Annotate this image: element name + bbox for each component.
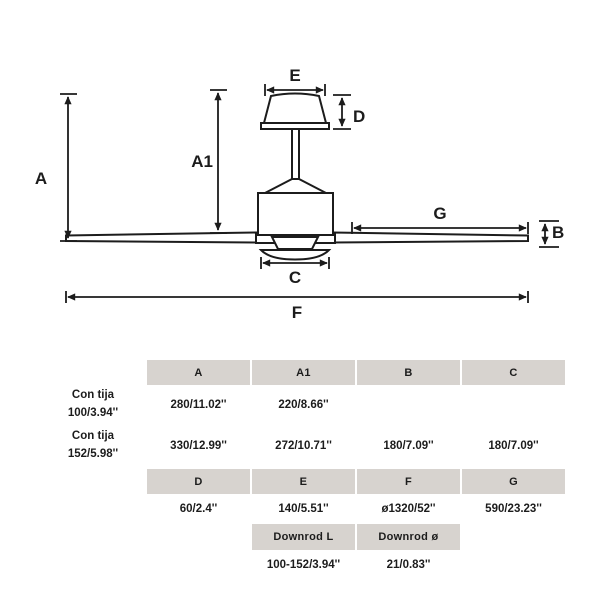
row-label-tija-100: Con tija 100/3.94'' — [40, 386, 146, 424]
empty-cell — [461, 523, 566, 551]
dimension-lines — [60, 84, 559, 303]
dimensions-table: A A1 B C Con tija 100/3.94'' 280/11.02''… — [40, 359, 566, 579]
row-label-line1: Con tija — [71, 389, 115, 402]
dim-label-g: G — [433, 204, 446, 223]
value-a-tija-100: 280/11.02'' — [170, 399, 227, 411]
dim-f — [65, 291, 529, 303]
table-header-row-3: Downrod L Downrod ø — [40, 523, 566, 551]
row-label-line2: 152/5.98'' — [67, 448, 119, 460]
fan-downrod — [291, 128, 300, 180]
dim-c — [260, 257, 330, 269]
fan-motor-housing — [257, 192, 334, 236]
fan-canopy — [262, 92, 328, 124]
table-row-tija-152: Con tija 152/5.98'' 330/12.99'' 272/10.7… — [40, 424, 566, 468]
dim-e — [264, 84, 326, 96]
col-header-downrod-l: Downrod L — [252, 524, 355, 550]
value-e: 140/5.51'' — [278, 503, 329, 515]
value-c-tija-100 — [461, 386, 566, 424]
dim-d — [333, 94, 351, 130]
value-downrod-dia: 21/0.83'' — [386, 559, 431, 571]
value-b-tija-100 — [356, 386, 461, 424]
value-b-tija-152: 180/7.09'' — [383, 440, 434, 452]
col-header-d: D — [147, 469, 250, 494]
value-d: 60/2.4'' — [179, 503, 218, 515]
dimension-labels: A A1 E D G B C F — [35, 66, 564, 322]
table-header-row-1: A A1 B C — [40, 359, 566, 386]
table-row-tija-100: Con tija 100/3.94'' 280/11.02'' 220/8.66… — [40, 386, 566, 424]
dim-label-b: B — [552, 223, 564, 242]
fan-blade-left — [65, 231, 259, 244]
fan-motor-mount — [264, 178, 327, 194]
dim-b — [539, 220, 559, 248]
row-label-line2: 100/3.94'' — [67, 407, 119, 419]
row-label-line1: Con tija — [71, 430, 115, 443]
dim-label-f: F — [292, 303, 302, 322]
empty-cell — [40, 495, 146, 523]
row-label-tija-152: Con tija 152/5.98'' — [40, 424, 146, 468]
empty-cell — [461, 551, 566, 579]
table-row-defg: 60/2.4'' 140/5.51'' ø1320/52'' 590/23.23… — [40, 495, 566, 523]
empty-cell — [146, 523, 251, 551]
col-header-downrod-dia: Downrod ø — [357, 524, 460, 550]
value-a1-tija-100: 220/8.66'' — [278, 399, 329, 411]
dim-label-a1: A1 — [191, 152, 213, 171]
col-header-a: A — [147, 360, 250, 385]
col-header-c: C — [462, 360, 565, 385]
value-f: ø1320/52'' — [381, 503, 436, 515]
value-downrod-l: 100-152/3.94'' — [266, 559, 341, 571]
value-g: 590/23.23'' — [485, 503, 542, 515]
col-header-b: B — [357, 360, 460, 385]
empty-cell — [40, 523, 146, 551]
empty-cell — [40, 468, 146, 495]
fan-blade-right — [332, 231, 529, 244]
fan-light-neck — [270, 236, 320, 250]
empty-cell — [146, 551, 251, 579]
dim-label-c: C — [289, 268, 301, 287]
dim-label-a: A — [35, 169, 47, 188]
col-header-f: F — [357, 469, 460, 494]
col-header-g: G — [462, 469, 565, 494]
dim-a1 — [210, 89, 227, 234]
col-header-a1: A1 — [252, 360, 355, 385]
table-header-row-2: D E F G — [40, 468, 566, 495]
empty-cell — [40, 359, 146, 386]
dim-label-d: D — [353, 107, 365, 126]
value-c-tija-152: 180/7.09'' — [488, 440, 539, 452]
dim-a — [60, 93, 77, 242]
table-row-downrod: 100-152/3.94'' 21/0.83'' — [40, 551, 566, 579]
fan-light-dish — [258, 249, 332, 261]
dim-label-e: E — [289, 66, 300, 85]
dim-g — [351, 222, 529, 234]
ceiling-fan-drawing — [65, 92, 529, 261]
value-a-tija-152: 330/12.99'' — [170, 440, 227, 452]
fan-dimension-diagram: A A1 E D G B C F — [35, 66, 564, 322]
col-header-e: E — [252, 469, 355, 494]
value-a1-tija-152: 272/10.71'' — [275, 440, 332, 452]
empty-cell — [40, 551, 146, 579]
